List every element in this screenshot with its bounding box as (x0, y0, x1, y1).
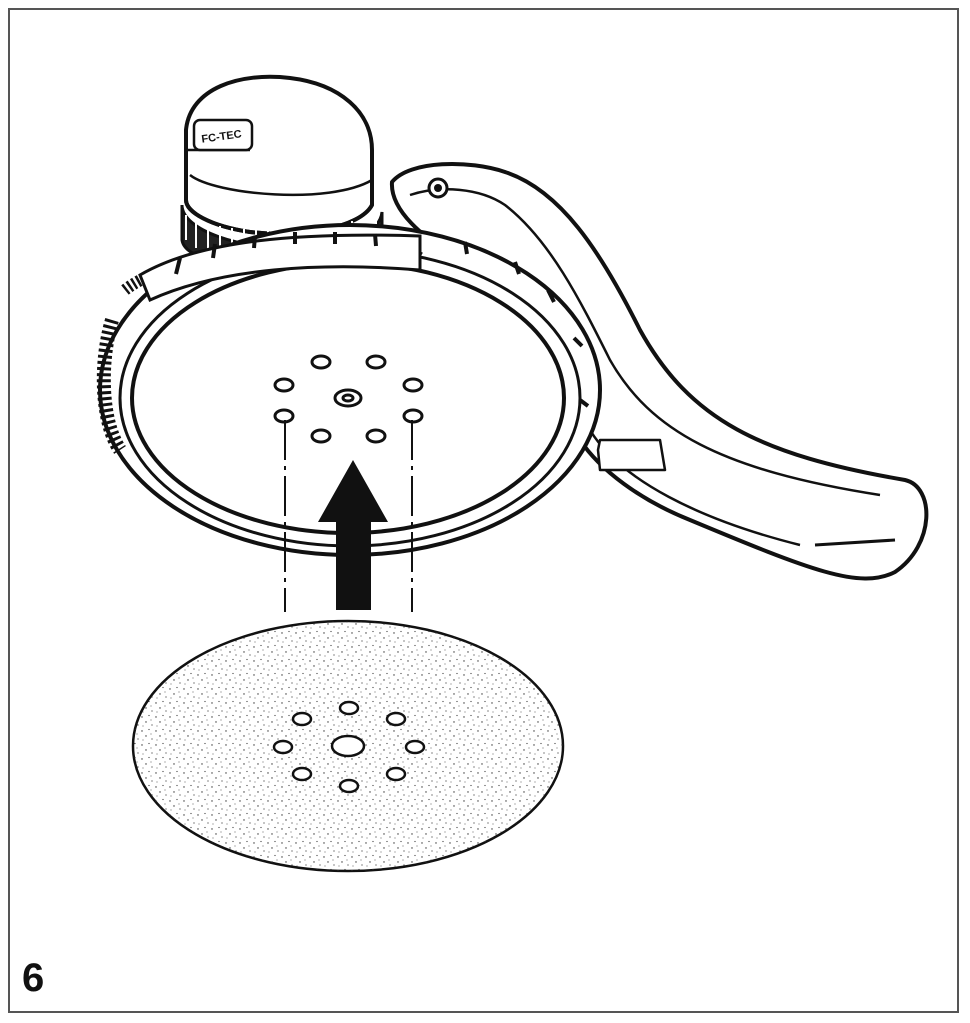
figure-frame (8, 8, 959, 1013)
disc-holes (272, 700, 426, 794)
figure-number: 6 (22, 956, 45, 1000)
pad-holes (273, 354, 424, 444)
sanding-head (96, 223, 602, 557)
up-arrow-icon (318, 460, 388, 610)
sanding-disc (131, 619, 565, 873)
brand-label: FC-TEC (201, 128, 243, 146)
